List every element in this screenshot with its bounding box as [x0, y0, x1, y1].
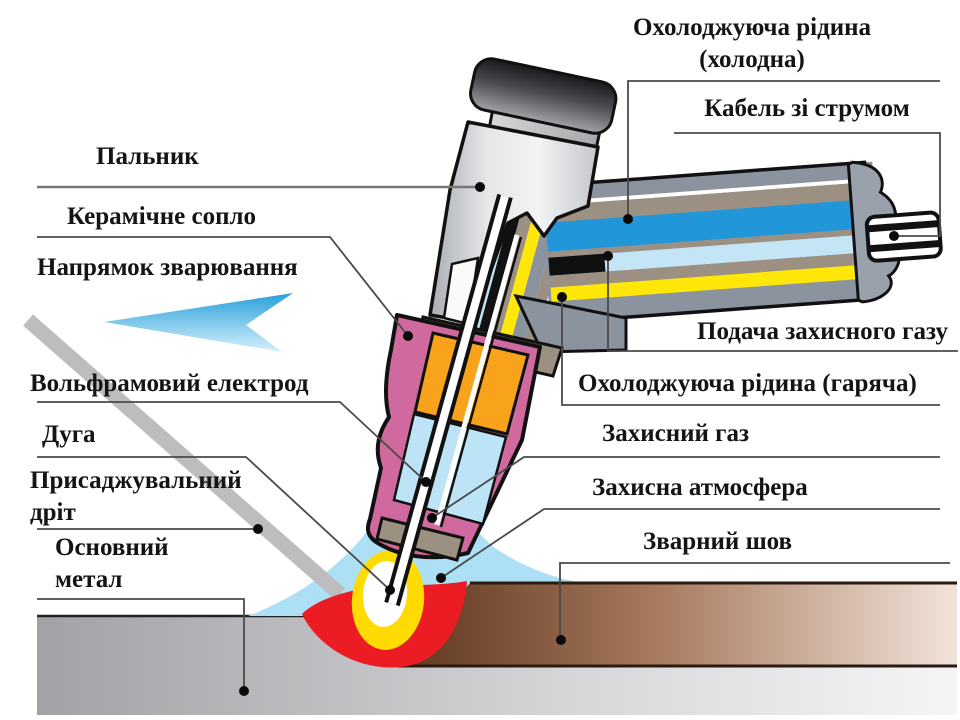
- callout-electrode: [37, 401, 427, 483]
- label-gas-supply: Подача захисного газу: [697, 318, 949, 345]
- label-cooling-liquid-hot: Охолоджуюча рідина (гаряча): [578, 370, 917, 397]
- nozzle-rim: [375, 516, 465, 562]
- label-torch: Пальник: [96, 143, 199, 170]
- hot-liquid-layer: [550, 263, 881, 302]
- label-base-metal: Основний метал: [55, 534, 169, 593]
- callout-lines: [37, 80, 958, 691]
- callout-base-metal: [37, 598, 245, 691]
- callout-atmosphere: [440, 508, 940, 579]
- callout-dots: [239, 182, 899, 696]
- label-arc: Дуга: [42, 421, 96, 448]
- label-welding-direction: Напрямок зварювання: [37, 254, 298, 281]
- callout-arc: [37, 456, 391, 591]
- callout-gas-supply: [607, 256, 958, 352]
- callout-weld-seam: [559, 562, 950, 640]
- current-cable-layer: [545, 198, 878, 252]
- torch-cap: [469, 57, 618, 135]
- label-protective-atmosphere: Захисна атмосфера: [592, 474, 808, 501]
- bundle-flare: [513, 293, 628, 354]
- direction-arrow: [104, 293, 293, 352]
- label-tungsten-electrode: Вольфрамовий електрод: [30, 370, 309, 397]
- label-weld-seam: Зварний шов: [643, 528, 793, 555]
- weld-seam-plate: [397, 581, 957, 668]
- callout-shielding-gas: [431, 456, 940, 519]
- cable-bundle: [540, 160, 943, 325]
- callout-cooling-cold: [627, 80, 940, 219]
- tungsten-electrode-rod: [384, 193, 523, 607]
- gas-channel-layer: [604, 233, 879, 272]
- label-shielding-gas: Захисний газ: [602, 420, 750, 447]
- callout-cable: [674, 132, 941, 237]
- label-filler-wire: Присаджувальний дріт: [30, 467, 242, 526]
- label-ceramic-nozzle: Керамічне сопло: [67, 203, 257, 230]
- callout-ceramic-nozzle: [37, 236, 409, 337]
- label-cooling-liquid-cold: Охолоджуюча рідина (холодна): [632, 14, 872, 73]
- label-cable-with-current: Кабель зі струмом: [704, 95, 910, 122]
- callout-cooling-hot: [561, 297, 940, 406]
